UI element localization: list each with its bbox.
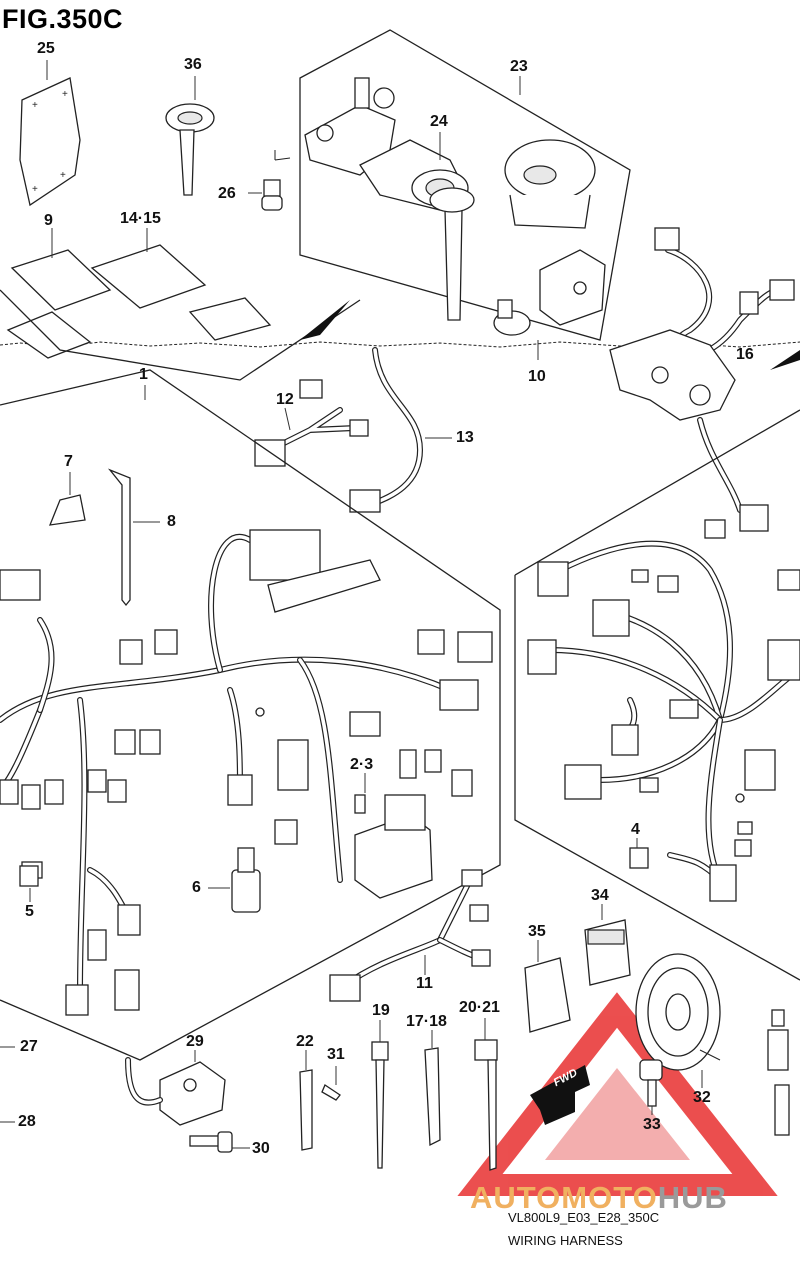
callout-4: 4 <box>631 821 640 838</box>
part-14-15-sheet <box>90 228 272 341</box>
svg-text:+: + <box>62 89 68 100</box>
part-edge-sensor <box>767 1009 790 1136</box>
callout-9: 9 <box>44 212 53 229</box>
part-16-harness <box>609 227 800 532</box>
part-8-tie <box>107 468 160 607</box>
callout-7: 7 <box>64 453 73 470</box>
callout-16: 16 <box>736 346 754 363</box>
part-22-clamp <box>299 1050 313 1151</box>
callout-12: 12 <box>276 391 294 408</box>
part-6-connector <box>208 847 261 913</box>
part-11-harness <box>329 869 491 1002</box>
figure-name: WIRING HARNESS <box>508 1233 623 1248</box>
callout-23: 23 <box>510 58 528 75</box>
callout-5: 5 <box>25 903 34 920</box>
watermark-brand-part2: HUB <box>657 1180 728 1215</box>
callout-11: 11 <box>416 975 433 992</box>
callout-19: 19 <box>372 1002 390 1019</box>
part-13-wire <box>349 347 452 513</box>
part-24-ignition-switch <box>304 77 475 321</box>
part-30-bolt <box>189 1131 250 1153</box>
part-31-screw <box>321 1066 341 1101</box>
part-29-bracket <box>125 1050 226 1126</box>
part-10-key-cylinder <box>493 299 539 360</box>
callout-32: 32 <box>693 1089 711 1106</box>
part-23-cap <box>504 139 596 229</box>
main-harness-wires <box>0 534 453 993</box>
main-harness-connectors <box>0 529 493 1016</box>
part-34-relay <box>584 904 631 986</box>
callout-35: 35 <box>528 923 546 940</box>
callout-2-3: 2·3 <box>350 756 374 773</box>
callout-25: 25 <box>37 40 55 57</box>
part-33-bolt <box>639 1059 663 1115</box>
arrow-24 <box>300 300 350 340</box>
svg-text:+: + <box>32 100 38 111</box>
part-7-clamp <box>48 472 86 526</box>
part-19-tie <box>371 1020 389 1169</box>
part-32-horn <box>635 953 721 1088</box>
part-23-box <box>299 29 631 341</box>
callout-33: 33 <box>643 1116 661 1133</box>
callout-28: 28 <box>18 1113 36 1130</box>
callout-24: 24 <box>430 113 448 130</box>
part-25-plate: + + + + <box>19 60 81 207</box>
part-4-box <box>514 409 800 981</box>
callout-10: 10 <box>528 368 546 385</box>
callout-1: 1 <box>139 366 148 383</box>
part-23-lock <box>539 249 606 326</box>
callout-26: 26 <box>218 185 236 202</box>
part-35-relay <box>524 940 571 1033</box>
callout-13: 13 <box>456 429 474 446</box>
callout-29: 29 <box>186 1033 204 1050</box>
callout-6: 6 <box>192 879 201 896</box>
fwd-arrow <box>530 1065 590 1125</box>
watermark-brand-part1: AUTOMOTO <box>470 1180 658 1215</box>
svg-text:+: + <box>60 170 66 181</box>
figure-title: FIG.350C <box>2 4 124 34</box>
part-26-screw <box>248 150 291 211</box>
callout-20-21: 20·21 <box>459 999 500 1016</box>
svg-text:+: + <box>32 184 38 195</box>
part-5-connector <box>19 865 39 902</box>
part-20-21-tie <box>474 1018 498 1171</box>
callout-31: 31 <box>327 1046 345 1063</box>
part-1-box <box>0 369 501 1061</box>
figure-code: VL800L9_E03_E28_350C <box>508 1210 660 1225</box>
part-17-18-clamp <box>424 1030 441 1147</box>
callout-17-18: 17·18 <box>406 1013 447 1030</box>
callout-27: 27 <box>20 1038 38 1055</box>
callout-8: 8 <box>167 513 176 530</box>
callout-34: 34 <box>591 887 609 904</box>
callout-36: 36 <box>184 56 202 73</box>
part-2-3-fuse <box>354 773 433 899</box>
callout-30: 30 <box>252 1140 270 1157</box>
part-36-key <box>165 76 215 196</box>
callout-22: 22 <box>296 1033 314 1050</box>
watermark-brand: AUTOMOTOHUB <box>470 1180 728 1216</box>
right-harness-connectors <box>527 519 800 902</box>
part-9-sheet <box>6 228 112 359</box>
callout-14-15: 14·15 <box>120 210 161 227</box>
